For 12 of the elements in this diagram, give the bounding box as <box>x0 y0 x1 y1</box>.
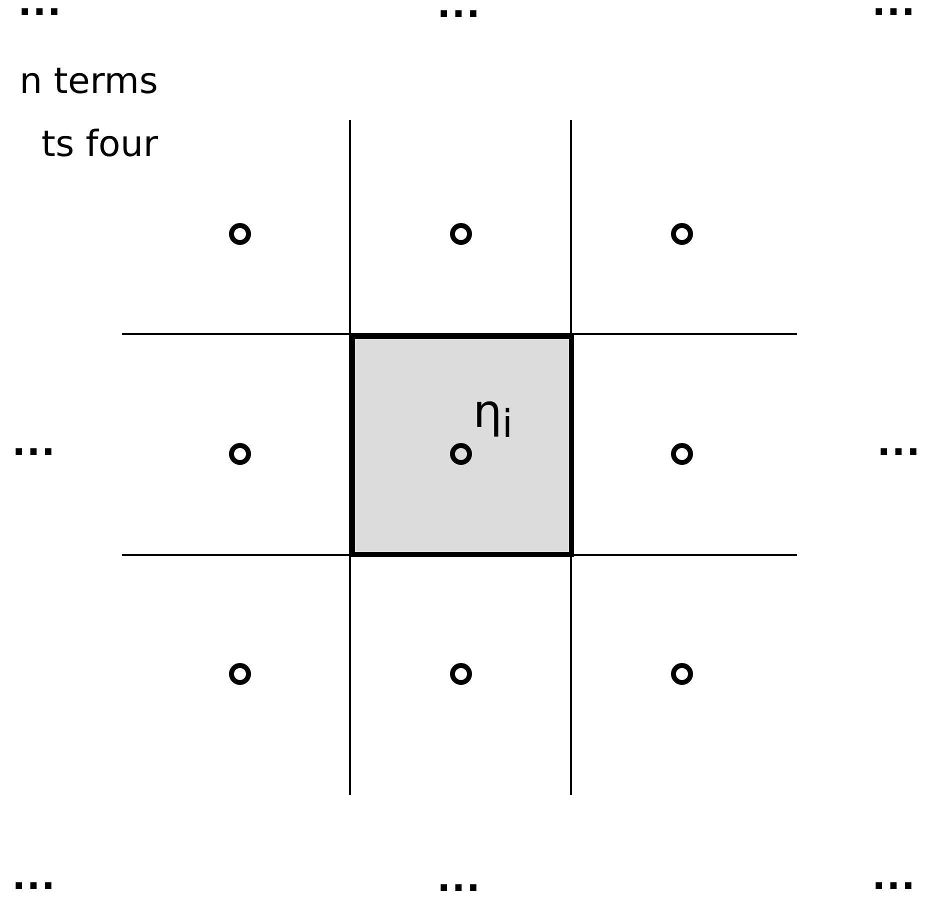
ellipsis: ... <box>872 0 916 24</box>
text-fragment: ts four <box>41 125 158 165</box>
ellipsis: ... <box>437 0 482 26</box>
ellipsis: ... <box>437 860 482 900</box>
text-fragment: n terms <box>19 62 158 102</box>
cell-label: η$_{i}$ <box>473 385 513 450</box>
shaded-cell <box>350 334 574 557</box>
ellipsis: ... <box>12 424 56 464</box>
ellipsis: ... <box>12 858 56 898</box>
ellipsis: ... <box>872 858 916 898</box>
ellipsis: ... <box>877 424 922 464</box>
ellipsis: ... <box>18 0 62 24</box>
